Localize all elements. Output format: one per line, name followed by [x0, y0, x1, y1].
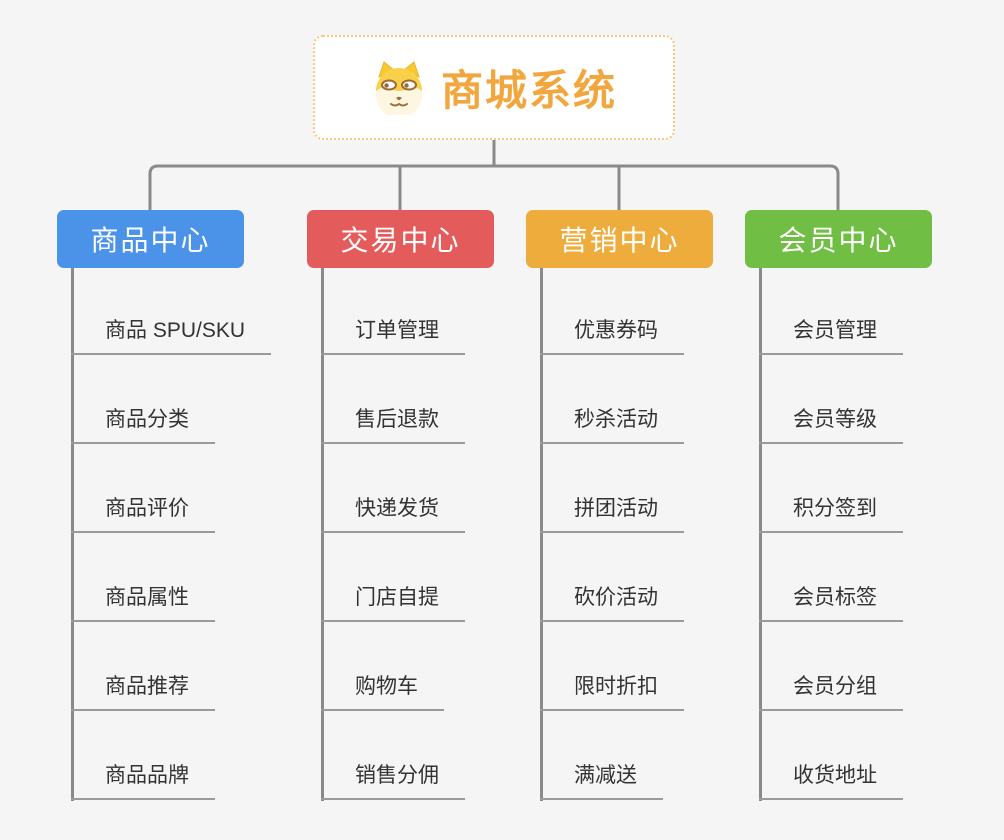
topic-item[interactable]: 限时折扣 [540, 673, 684, 711]
branch-trade-center: 交易中心 订单管理 售后退款 快递发货 门店自提 购物车 销售分佣 [307, 210, 557, 810]
topic-item[interactable]: 销售分佣 [321, 762, 465, 800]
topic-item[interactable]: 优惠券码 [540, 317, 684, 355]
topic-item[interactable]: 订单管理 [321, 317, 465, 355]
topic-item[interactable]: 会员等级 [759, 406, 903, 444]
branch-trunk-line [759, 268, 762, 801]
root-title: 商城系统 [440, 67, 617, 114]
branch-node-label: 商品中心 [90, 225, 211, 256]
branch-marketing-center: 营销中心 优惠券码 秒杀活动 拼团活动 砍价活动 限时折扣 满减送 [526, 210, 776, 810]
topic-item[interactable]: 购物车 [321, 673, 444, 711]
branch-node-trade-center[interactable]: 交易中心 [307, 210, 494, 268]
branch-trunk-line [321, 268, 324, 801]
branch-node-label: 会员中心 [778, 225, 899, 256]
branch-node-marketing-center[interactable]: 营销中心 [526, 210, 713, 268]
topic-item[interactable]: 收货地址 [759, 762, 903, 800]
topic-item[interactable]: 秒杀活动 [540, 406, 684, 444]
topic-item[interactable]: 门店自提 [321, 584, 465, 622]
branch-node-member-center[interactable]: 会员中心 [745, 210, 932, 268]
topic-item[interactable]: 会员分组 [759, 673, 903, 711]
topic-item[interactable]: 满减送 [540, 762, 663, 800]
topic-item[interactable]: 售后退款 [321, 406, 465, 444]
topic-item[interactable]: 商品属性 [71, 584, 215, 622]
branch-node-label: 营销中心 [559, 225, 680, 256]
topic-item[interactable]: 商品品牌 [71, 762, 215, 800]
branch-member-center: 会员中心 会员管理 会员等级 积分签到 会员标签 会员分组 收货地址 [745, 210, 995, 810]
root-node[interactable]: 商城系统 [313, 35, 675, 140]
topic-item[interactable]: 拼团活动 [540, 495, 684, 533]
topic-item[interactable]: 快递发货 [321, 495, 465, 533]
topic-item[interactable]: 积分签到 [759, 495, 903, 533]
doge-face-icon [375, 60, 422, 115]
topic-item[interactable]: 砍价活动 [540, 584, 684, 622]
topic-item[interactable]: 商品评价 [71, 495, 215, 533]
topic-item[interactable]: 商品分类 [71, 406, 215, 444]
branch-trunk-line [71, 268, 74, 801]
topic-item[interactable]: 商品 SPU/SKU [71, 317, 272, 355]
topic-item[interactable]: 商品推荐 [71, 673, 215, 711]
branch-product-center: 商品中心 商品 SPU/SKU 商品分类 商品评价 商品属性 商品推荐 商品品牌 [57, 210, 307, 810]
topic-item[interactable]: 会员管理 [759, 317, 903, 355]
branch-node-label: 交易中心 [340, 225, 461, 256]
topic-item[interactable]: 会员标签 [759, 584, 903, 622]
branch-trunk-line [540, 268, 543, 801]
branch-node-product-center[interactable]: 商品中心 [57, 210, 244, 268]
